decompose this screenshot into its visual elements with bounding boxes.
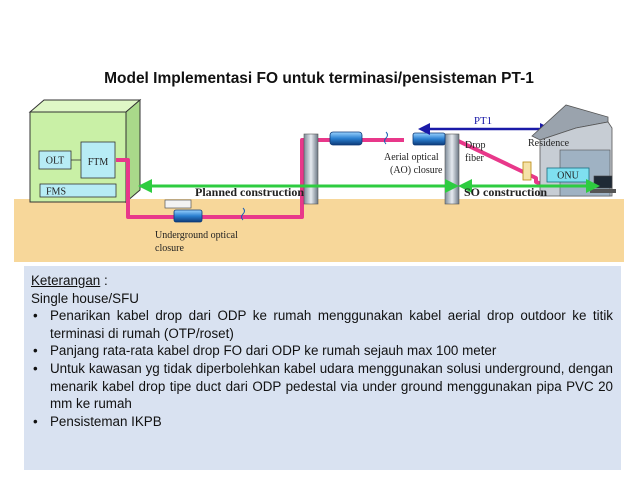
cable-slack-symbol — [384, 131, 388, 145]
otp-roset — [522, 161, 532, 181]
pt1-label: PT1 — [474, 115, 492, 127]
notes-item: Panjang rata-rata kabel drop FO dari ODP… — [31, 342, 613, 360]
pole-right — [444, 133, 460, 205]
cable-slack-symbol — [241, 207, 245, 221]
svg-text:FTM: FTM — [88, 157, 109, 168]
fo-diagram: OLT FTM FMS Underground optical closure … — [14, 98, 624, 262]
notes-item: Pensisteman IKPB — [31, 413, 613, 431]
notes-item: Penarikan kabel drop dari ODP ke rumah m… — [31, 307, 613, 342]
notes-subtitle: Single house/SFU — [31, 290, 139, 306]
drop-fiber-label-2: fiber — [465, 153, 485, 164]
svg-text:FMS: FMS — [46, 187, 66, 198]
residence-label: Residence — [528, 138, 570, 149]
aerial-closure-left — [329, 131, 363, 146]
svg-text:OLT: OLT — [46, 156, 65, 167]
notes-list: Penarikan kabel drop dari ODP ke rumah m… — [31, 307, 613, 430]
ftm-rack: FTM — [80, 141, 116, 179]
underground-optical-closure — [164, 199, 203, 223]
notes-heading-suffix: : — [100, 273, 108, 288]
planned-construction-label: Planned construction — [195, 185, 304, 199]
svg-text:ONU: ONU — [557, 171, 579, 182]
notes-heading-row: Keterangan : — [31, 272, 613, 290]
aerial-closure-label-1: Aerial optical — [384, 152, 439, 163]
ground — [14, 199, 624, 262]
drop-fiber-label-1: Drop — [465, 140, 486, 151]
computer-icon — [590, 175, 616, 193]
underground-closure-label-1: Underground optical — [155, 230, 238, 241]
olt-box: OLT — [38, 150, 72, 170]
aerial-closure-label-2: (AO) closure — [390, 165, 443, 176]
so-construction-label: SO construction — [464, 185, 547, 199]
so-construction-arrow — [458, 179, 600, 193]
planned-construction-arrow — [138, 179, 459, 193]
notes-panel: Keterangan : Single house/SFU Penarikan … — [24, 266, 621, 470]
fms-box: FMS — [39, 183, 117, 198]
notes-heading: Keterangan — [31, 273, 101, 288]
pole-left — [303, 133, 319, 205]
aerial-optical-closure — [412, 132, 446, 146]
onu-box: ONU — [546, 167, 590, 183]
underground-closure-label-2: closure — [155, 243, 184, 254]
notes-item: Untuk kawasan yg tidak diperbolehkan kab… — [31, 360, 613, 413]
page-title: Model Implementasi FO untuk terminasi/pe… — [104, 70, 534, 87]
